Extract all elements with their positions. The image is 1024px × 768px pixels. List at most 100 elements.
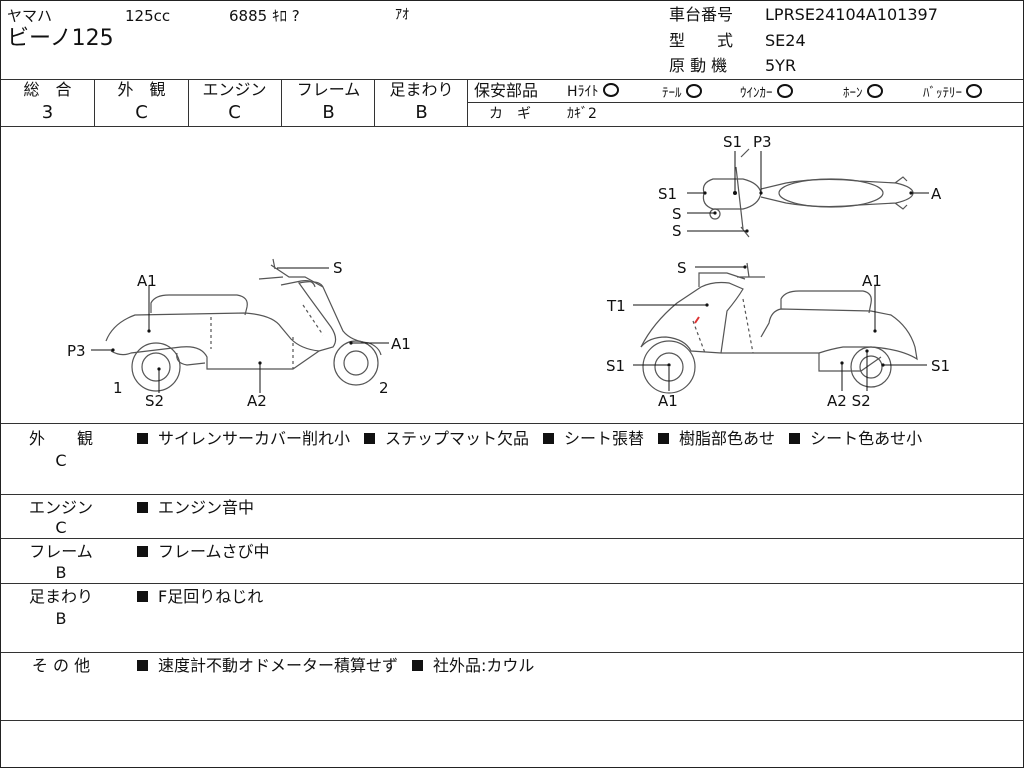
remark-item: F足回りねじれ [137,587,263,606]
ok-circle-icon [866,84,883,98]
engine-label: 原 動 機 [669,56,728,75]
remark-items-exterior: サイレンサーカバー削れ小ステップマット欠品シート張替樹脂部色あせシート色あせ小 [137,429,936,449]
remark-grade-engine: C [55,518,67,537]
diagram-label: S1 [931,357,950,375]
remark-category-exterior: 外 観 [28,429,93,448]
grade-label-suspension: 足まわり [389,80,454,99]
bullet-square-icon [364,433,376,444]
divider [1,79,1023,80]
diagram-label: S [333,259,343,277]
diagram-label: S1 [658,185,677,203]
ok-circle-icon [776,84,793,98]
grade-label-overall: 総 合 [23,80,72,99]
remark-grade-frame: B [55,563,67,582]
remark-category-frame: フレーム [29,542,93,561]
safety-item-label: ﾊﾞｯﾃﾘｰ [923,86,962,101]
color: ｱｵ [395,7,409,23]
mileage: 6885 ｷﾛ ? [229,7,300,25]
remark-item: 樹脂部色あせ [658,429,775,448]
maker: ヤマハ [7,7,53,25]
type-value: SE24 [765,31,806,50]
type-label: 型 式 [669,31,734,50]
safety-item-label: Hﾗｲﾄ [567,84,599,100]
safety-item-tail: ﾃｰﾙ [662,84,702,101]
divider [1,126,1023,127]
remark-items-other: 速度計不動オドメーター積算せず社外品:カウル [137,656,548,676]
remark-grade-exterior: C [55,451,67,470]
scooter-right-view [640,262,918,394]
diagram-label: A1 [862,272,882,290]
diagram-label: S1 [606,357,625,375]
diagram-label: S [672,205,682,223]
safety-item-battery: ﾊﾞｯﾃﾘｰ [923,84,982,101]
diagram-label: P3 [753,133,772,151]
remark-category-engine: エンジン [28,498,93,517]
diagram-label: T1 [606,297,626,315]
diagram-label: S [672,222,682,240]
bullet-square-icon [658,433,670,444]
diagram-label: S2 [145,392,164,410]
diagram-label: 1 [113,379,123,397]
diagram-label: A1 [658,392,678,410]
remark-category-suspension: 足まわり [28,587,93,606]
remark-item: 社外品:カウル [412,656,534,675]
grade-label-exterior: 外 観 [117,80,166,99]
remark-items-engine: エンジン音中 [137,498,268,518]
bullet-square-icon [137,591,148,602]
bullet-square-icon [137,502,148,513]
remark-item: シート色あせ小 [789,429,922,448]
remark-item: 速度計不動オドメーター積算せず [137,656,398,675]
safety-item-label: ｳｲﾝｶｰ [740,86,773,101]
diagram-label: A1 [137,272,157,290]
safety-item-label: ﾎｰﾝ [843,86,863,101]
grade-value-suspension: B [415,102,428,123]
safety-item-horn: ﾎｰﾝ [843,84,883,101]
engine-value: 5YR [765,56,797,75]
diagram-label: A2 [247,392,267,410]
remark-item: ステップマット欠品 [364,429,529,448]
bullet-square-icon [789,433,801,444]
frame-number-label: 車台番号 [669,5,734,24]
model-name: ビーノ125 [7,26,114,51]
remark-item: エンジン音中 [137,498,254,517]
displacement: 125cc [125,7,171,25]
ok-circle-icon [966,84,982,98]
key-value: ｶｷﾞ2 [567,106,597,122]
safety-item-winker: ｳｲﾝｶｰ [740,84,793,101]
grade-value-frame: B [322,102,335,123]
grade-value-engine: C [228,102,241,123]
diagram-label: A2 S2 [827,392,871,410]
remark-grade-suspension: B [55,609,67,628]
diagram-label: S [677,259,687,277]
ok-circle-icon [602,83,619,97]
damage-diagram: S1 P3 S1 A S S A1 S P3 A1 1 S2 A2 2 S A1… [67,133,950,410]
safety-label: 保安部品 [474,81,539,100]
bullet-square-icon [137,433,148,444]
frame-number: LPRSE24104A101397 [765,5,938,24]
bullet-square-icon [137,546,148,557]
remark-item: サイレンサーカバー削れ小 [137,429,350,448]
remark-item: シート張替 [543,429,644,448]
remark-category-other: そ の 他 [31,656,91,675]
safety-item-label: ﾃｰﾙ [662,86,682,101]
remark-items-suspension: F足回りねじれ [137,587,277,607]
divider [468,102,1023,103]
grade-label-frame: フレーム [296,80,361,99]
grade-value-overall: 3 [41,102,54,123]
remark-item: フレームさび中 [137,542,270,561]
key-label: カ ギ [489,106,531,122]
grade-label-engine: エンジン [202,80,267,99]
grade-value-exterior: C [135,102,148,123]
ok-circle-icon [685,84,702,98]
bullet-square-icon [543,433,555,444]
diagram-label: P3 [67,342,86,360]
safety-item-headlight: Hﾗｲﾄ [567,83,619,100]
diagram-label: A [931,185,942,203]
bullet-square-icon [412,660,424,671]
bullet-square-icon [137,660,148,671]
remark-items-frame: フレームさび中 [137,542,284,562]
scooter-left-view [105,258,382,392]
diagram-label: A1 [391,335,411,353]
diagram-label: S1 [723,133,742,151]
